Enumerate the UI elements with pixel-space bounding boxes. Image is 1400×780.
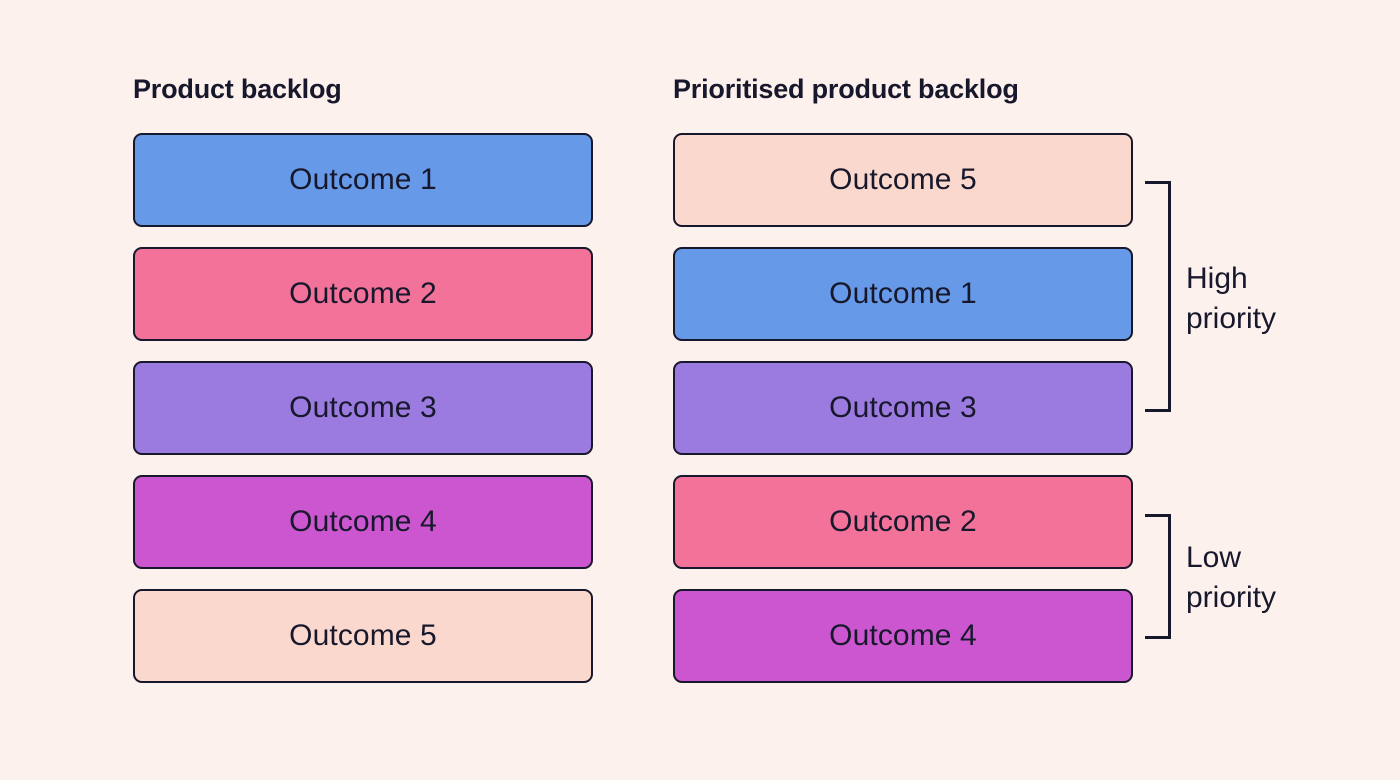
low-priority-bracket bbox=[1145, 514, 1171, 639]
backlog-card-outcome-2[interactable]: Outcome 2 bbox=[133, 247, 593, 341]
prioritised-backlog-heading: Prioritised product backlog bbox=[673, 74, 1019, 104]
backlog-card-outcome-1[interactable]: Outcome 1 bbox=[133, 133, 593, 227]
card-label: Outcome 2 bbox=[289, 277, 437, 310]
low-priority-label: Low priority bbox=[1186, 541, 1277, 614]
prioritised-card-outcome-1[interactable]: Outcome 1 bbox=[673, 247, 1133, 341]
prioritised-card-outcome-4[interactable]: Outcome 4 bbox=[673, 589, 1133, 683]
backlog-card-outcome-4[interactable]: Outcome 4 bbox=[133, 475, 593, 569]
card-label: Outcome 2 bbox=[829, 505, 977, 538]
card-label: Outcome 1 bbox=[289, 163, 437, 196]
product-backlog-heading: Product backlog bbox=[133, 74, 342, 104]
card-label: Outcome 4 bbox=[829, 619, 977, 652]
prioritised-card-outcome-3[interactable]: Outcome 3 bbox=[673, 361, 1133, 455]
product-backlog-card-stack: Outcome 1 Outcome 2 Outcome 3 Outcome 4 … bbox=[133, 133, 593, 683]
card-label: Outcome 5 bbox=[829, 163, 977, 196]
prioritised-card-outcome-5[interactable]: Outcome 5 bbox=[673, 133, 1133, 227]
card-label: Outcome 5 bbox=[289, 619, 437, 652]
prioritised-card-outcome-2[interactable]: Outcome 2 bbox=[673, 475, 1133, 569]
high-priority-bracket bbox=[1145, 181, 1171, 412]
card-label: Outcome 1 bbox=[829, 277, 977, 310]
card-label: Outcome 4 bbox=[289, 505, 437, 538]
prioritised-backlog-card-stack: Outcome 5 Outcome 1 Outcome 3 Outcome 2 … bbox=[673, 133, 1133, 683]
card-label: Outcome 3 bbox=[829, 391, 977, 424]
backlog-card-outcome-5[interactable]: Outcome 5 bbox=[133, 589, 593, 683]
high-priority-label: High priority bbox=[1186, 262, 1277, 335]
backlog-card-outcome-3[interactable]: Outcome 3 bbox=[133, 361, 593, 455]
card-label: Outcome 3 bbox=[289, 391, 437, 424]
